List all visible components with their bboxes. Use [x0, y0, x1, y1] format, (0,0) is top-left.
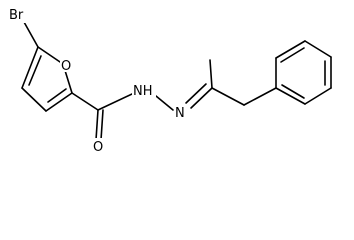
bond-c4-c5 [21, 46, 39, 89]
ring-oxygen-label: O [61, 59, 71, 74]
bond-carbonyl-o [95, 109, 99, 141]
bond-ph-5-6 [304, 87, 332, 105]
bond-c3-c4 [21, 87, 47, 112]
bond-c-methyl [209, 59, 213, 89]
ring-oxygen-label-bg [60, 58, 72, 72]
bond-carbonyl-o-double [100, 109, 104, 141]
imine-n-label-bg [174, 104, 187, 120]
bond-c2-carbonyl [71, 92, 99, 111]
bond-ph-2-3 [275, 40, 306, 59]
bond-ph-6-1 [275, 87, 306, 105]
imine-n-label: N [175, 106, 185, 121]
hydrazide-nh-label: NH [133, 84, 153, 99]
bond-c2-c3-double [47, 88, 67, 103]
bond-n-c-imine-double [185, 83, 207, 104]
bond-c5-br [23, 21, 39, 48]
bond-c5-o1 [37, 46, 64, 65]
hydrazide-nh-label-bg [132, 82, 156, 98]
carbonyl-oxygen-label: O [93, 140, 103, 155]
bond-ch2-phenyl [243, 87, 277, 106]
bond-carbonyl-nh [97, 93, 133, 111]
bond-ph-3-4 [304, 40, 332, 58]
bond-ph-inner-a [280, 47, 305, 63]
bromine-label-bg [8, 6, 28, 23]
bond-nh-n [155, 95, 174, 111]
bond-c-ch2 [211, 87, 245, 106]
bond-n-c-imine [190, 87, 213, 109]
molecule-diagram: Br O O NH N [8, 6, 332, 155]
bond-c4-c5-double [28, 55, 42, 86]
bromine-label: Br [9, 8, 24, 23]
bond-ph-inner-c [281, 84, 305, 99]
bond-c2-c3 [45, 92, 73, 112]
carbonyl-oxygen-label-bg [92, 138, 105, 154]
